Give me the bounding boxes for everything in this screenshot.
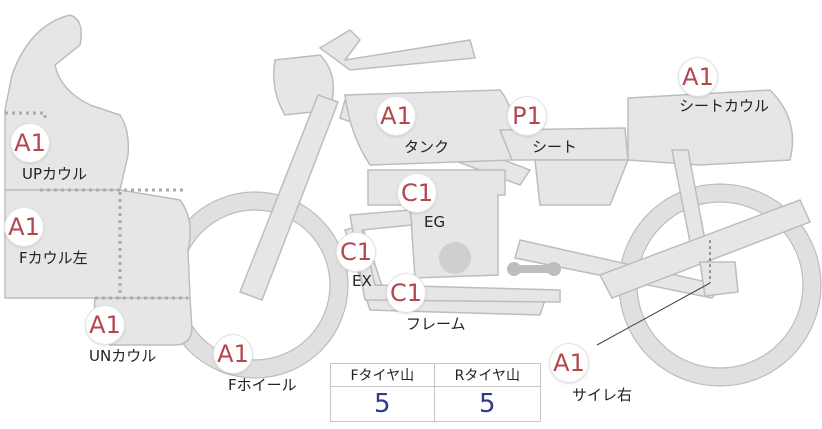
footpeg [512,265,555,273]
fwheel-label: Fホイール [228,376,297,394]
fcowl-left-grade-badge: A1 [5,208,43,246]
seatcowl-grade-badge: A1 [679,58,717,96]
footpeg-end-b [547,262,561,276]
uncowl-grade-badge: A1 [86,306,124,344]
side-cover [534,159,630,206]
footpeg-end-a [507,262,521,276]
cowl-split-upper [5,111,47,120]
muffler-right-grade-badge: A1 [550,344,588,382]
seatcowl-label: シートカウル [679,97,770,115]
fwheel-grade-badge: A1 [214,335,252,373]
ex-label: EX [352,272,372,290]
seat-cowl [627,89,794,166]
uncowl-label: UNカウル [89,347,157,365]
tire-tread-table: Fタイヤ山 Rタイヤ山 5 5 [330,363,542,422]
muffler-right-label: サイレ右 [572,386,633,404]
eg-grade-badge: C1 [398,174,436,212]
front-fork [239,94,339,301]
seat-label: シート [532,138,578,156]
ex-grade-badge: C1 [337,233,375,271]
front-cowl-middle [4,189,191,299]
muffler-bracket [699,261,739,297]
rear-tire-value: 5 [433,386,542,422]
muffler [598,199,812,299]
eg-label: EG [424,213,446,231]
exhaust-pipe [349,209,561,303]
fcowl-left-label: Fカウル左 [19,249,88,267]
upcowl-label: UPカウル [22,165,88,183]
muffler-callout-line [596,282,711,346]
engine-cover [439,242,471,274]
front-tire-value: 5 [330,386,435,422]
rear-tire-header: Rタイヤ山 [433,363,542,387]
tank-grade-badge: A1 [377,97,415,135]
upcowl-grade-badge: A1 [11,124,49,162]
tank-label: タンク [404,138,450,156]
handlebar [318,29,476,71]
seat-grade-badge: P1 [508,97,546,135]
frame-grade-badge: C1 [387,274,425,312]
front-tire-header: Fタイヤ山 [330,363,435,387]
frame-label: フレーム [406,315,466,333]
